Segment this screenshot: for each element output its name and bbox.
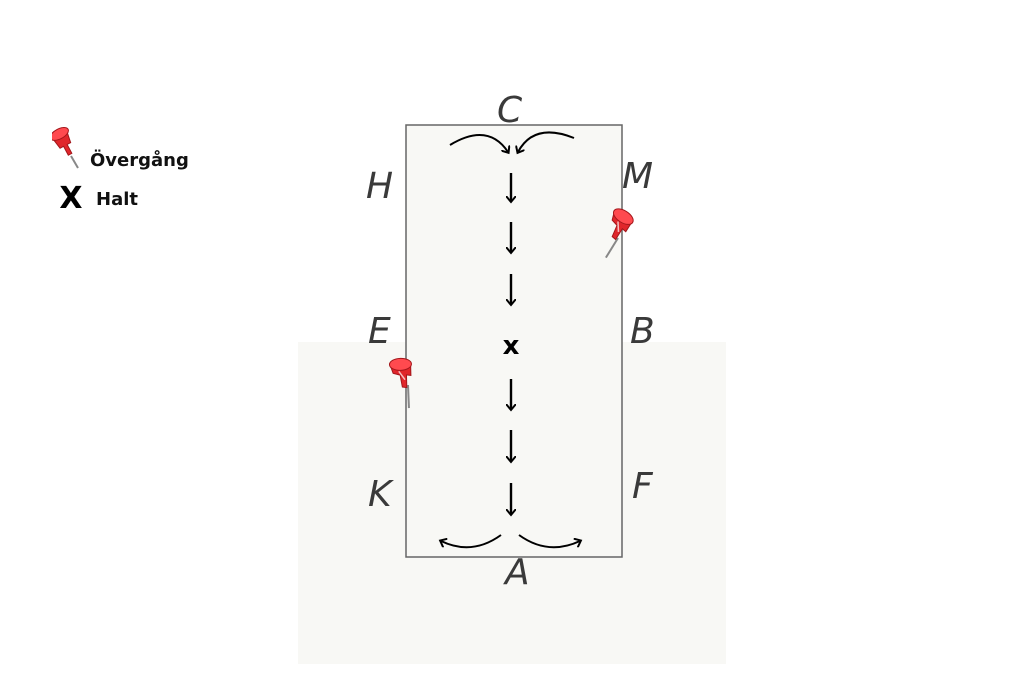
letter-a: A <box>503 552 530 593</box>
legend: Övergång X Halt <box>49 124 252 224</box>
legend-halt-label: Halt <box>96 188 138 210</box>
curved-arrow-to-right <box>518 534 580 549</box>
legend-item-halt: X Halt <box>52 184 138 214</box>
letter-h: H <box>366 166 393 207</box>
letter-k: K <box>368 474 394 515</box>
halt-marker-x: x <box>503 331 520 361</box>
letter-e: E <box>368 311 391 352</box>
legend-transition-label: Övergång <box>90 150 189 171</box>
letter-m: M <box>622 156 653 197</box>
halt-x-icon: X <box>59 181 83 216</box>
pushpin-icon <box>49 126 90 170</box>
curved-arrow-left-to-center <box>449 134 508 152</box>
letter-c: C <box>497 90 523 131</box>
letter-f: F <box>632 466 654 507</box>
curved-arrow-right-to-center <box>518 131 575 152</box>
legend-item-transition: Övergång <box>49 124 189 171</box>
curved-arrow-to-left <box>441 534 502 549</box>
letter-b: B <box>630 311 655 352</box>
